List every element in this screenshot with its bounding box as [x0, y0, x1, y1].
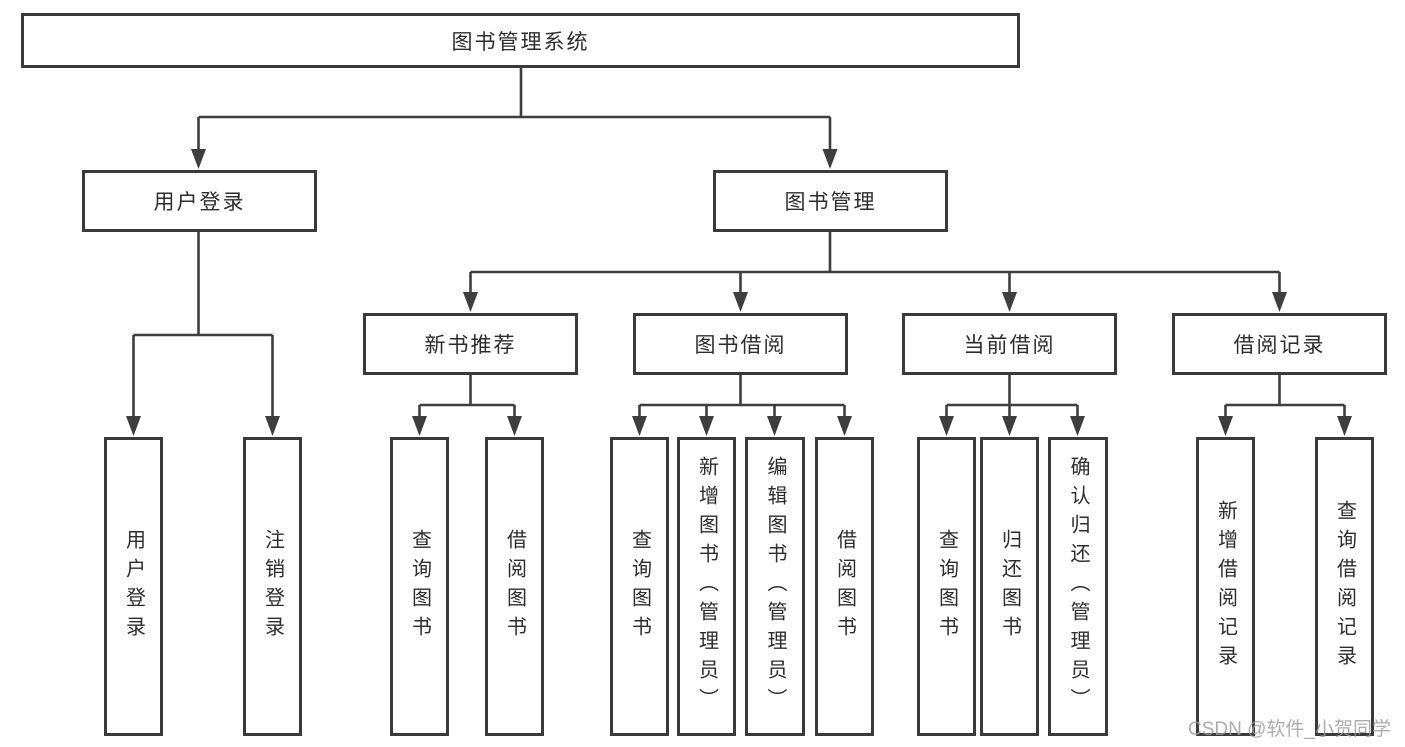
- arrow-shafts: [132, 117, 1346, 420]
- node-book-management: 图书管理: [713, 170, 948, 232]
- leaf-query-book-current: 查询图书: [917, 437, 976, 736]
- arrowhead-icon: [1218, 416, 1233, 436]
- arrowhead-icon: [1002, 292, 1017, 312]
- arrowhead-icon: [939, 416, 954, 436]
- leaf-query-borrow-record: 查询借阅记录: [1315, 437, 1374, 736]
- leaf-return-book: 归还图书: [980, 437, 1039, 736]
- arrowhead-icon: [733, 292, 748, 312]
- connector-lines: [133, 68, 1345, 407]
- node-current-borrow: 当前借阅: [902, 313, 1117, 375]
- node-root-title: 图书管理系统: [21, 13, 1020, 68]
- arrowhead-icon: [265, 416, 280, 436]
- leaf-user-login: 用户登录: [104, 437, 163, 736]
- leaf-query-book-borrow: 查询图书: [610, 437, 669, 736]
- arrowhead-icon: [191, 149, 206, 169]
- arrowhead-icon: [1070, 416, 1085, 436]
- arrowhead-icon: [632, 416, 647, 436]
- arrowhead-icon: [1272, 292, 1287, 312]
- csdn-watermark: CSDN @软件_小贺同学: [1188, 719, 1391, 740]
- arrowhead-icon: [1002, 416, 1017, 436]
- arrowhead-icon: [1337, 416, 1352, 436]
- arrowhead-icon: [463, 292, 478, 312]
- leaf-confirm-return-admin: 确认归还（管理员）: [1048, 437, 1108, 736]
- leaf-logout: 注销登录: [243, 437, 302, 736]
- leaf-edit-book-admin: 编辑图书（管理员）: [745, 437, 805, 736]
- leaf-add-borrow-record: 新增借阅记录: [1196, 437, 1255, 736]
- node-user-login: 用户登录: [82, 170, 317, 232]
- leaf-add-book-admin: 新增图书（管理员）: [677, 437, 736, 736]
- leaf-borrow-book: 借阅图书: [815, 437, 874, 736]
- leaf-query-book-recommend: 查询图书: [390, 437, 449, 736]
- arrowhead-icon: [126, 416, 141, 436]
- arrowhead-icon: [822, 149, 838, 169]
- arrow-heads: [126, 149, 1352, 436]
- node-borrow-record: 借阅记录: [1172, 313, 1387, 375]
- arrowhead-icon: [507, 416, 522, 436]
- node-book-borrow: 图书借阅: [633, 313, 848, 375]
- arrowhead-icon: [412, 416, 427, 436]
- node-new-book-recommend: 新书推荐: [363, 313, 578, 375]
- leaf-borrow-book-recommend: 借阅图书: [485, 437, 544, 736]
- arrowhead-icon: [837, 416, 852, 436]
- arrowhead-icon: [699, 416, 714, 436]
- arrowhead-icon: [767, 416, 782, 436]
